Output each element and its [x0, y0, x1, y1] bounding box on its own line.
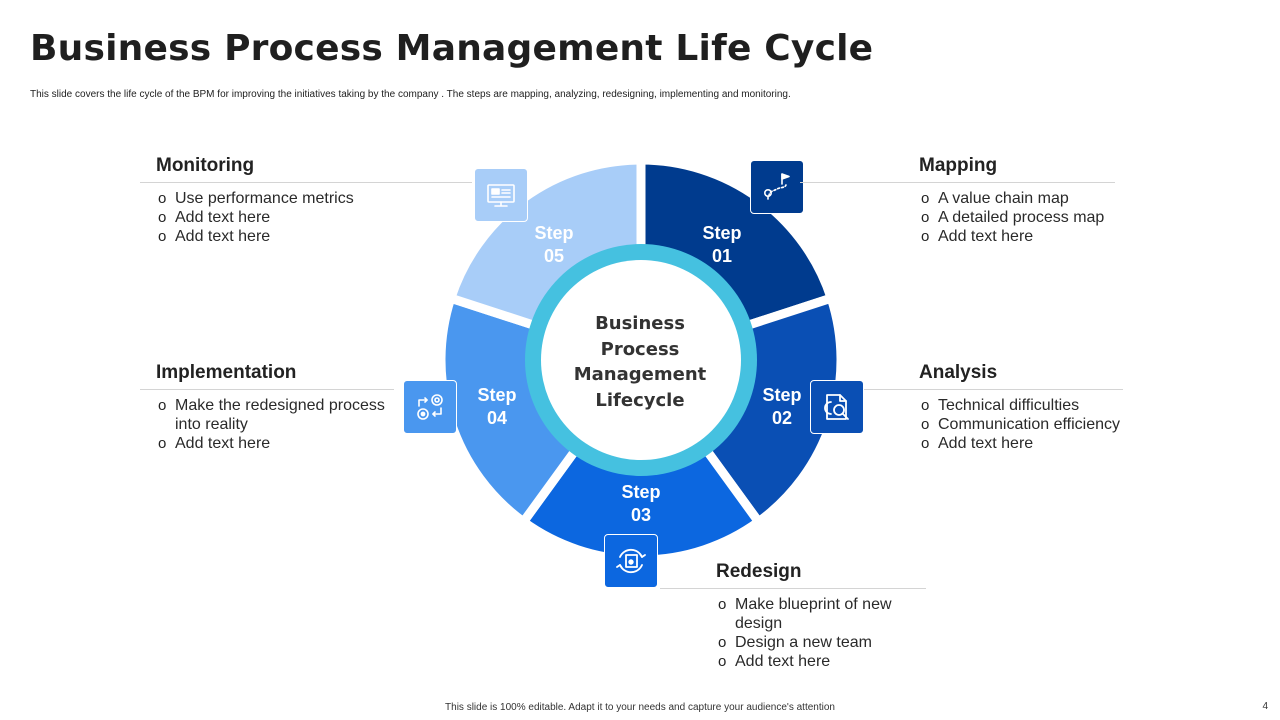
list-item: Add text here	[716, 652, 926, 671]
gears-process-icon	[403, 380, 457, 434]
slide-subtitle: This slide covers the life cycle of the …	[30, 89, 791, 100]
page-number: 4	[1262, 701, 1268, 712]
list-item: Design a new team	[716, 633, 926, 652]
list-item: Add text here	[919, 434, 1123, 453]
list-item: A detailed process map	[919, 208, 1115, 227]
list-item: Technical difficulties	[919, 396, 1123, 415]
implementation-block: Implementation Make the redesigned proce…	[140, 362, 394, 453]
monitoring-heading: Monitoring	[140, 155, 472, 183]
list-item: Add text here	[919, 227, 1115, 246]
map-route-flag-icon	[750, 160, 804, 214]
monitoring-block: Monitoring Use performance metrics Add t…	[140, 155, 472, 246]
list-item: Make blueprint of new design	[716, 595, 926, 633]
slide-footer: This slide is 100% editable. Adapt it to…	[445, 702, 835, 713]
list-item: Communication efficiency	[919, 415, 1123, 434]
center-circle	[541, 260, 741, 460]
mapping-block: Mapping A value chain map A detailed pro…	[800, 155, 1115, 246]
list-item: Add text here	[156, 434, 394, 453]
implementation-heading: Implementation	[140, 362, 394, 390]
document-search-icon	[810, 380, 864, 434]
monitoring-list: Use performance metrics Add text here Ad…	[156, 189, 472, 246]
implementation-list: Make the redesigned process into reality…	[156, 396, 394, 453]
redesign-list: Make blueprint of new design Design a ne…	[716, 595, 926, 671]
redesign-heading: Redesign	[660, 561, 926, 589]
redesign-block: Redesign Make blueprint of new design De…	[660, 561, 926, 671]
analysis-heading: Analysis	[864, 362, 1123, 390]
blueprint-cycle-icon	[604, 534, 658, 588]
mapping-list: A value chain map A detailed process map…	[919, 189, 1115, 246]
list-item: Use performance metrics	[156, 189, 472, 208]
analysis-block: Analysis Technical difficulties Communic…	[864, 362, 1123, 453]
list-item: Make the redesigned process into reality	[156, 396, 394, 434]
center-label: Business Process Management Lifecycle	[573, 313, 707, 411]
mapping-heading: Mapping	[800, 155, 1115, 183]
list-item: Add text here	[156, 208, 472, 227]
list-item: A value chain map	[919, 189, 1115, 208]
monitor-icon	[474, 168, 528, 222]
list-item: Add text here	[156, 227, 472, 246]
slide-title: Business Process Management Life Cycle	[30, 28, 874, 69]
analysis-list: Technical difficulties Communication eff…	[919, 396, 1123, 453]
